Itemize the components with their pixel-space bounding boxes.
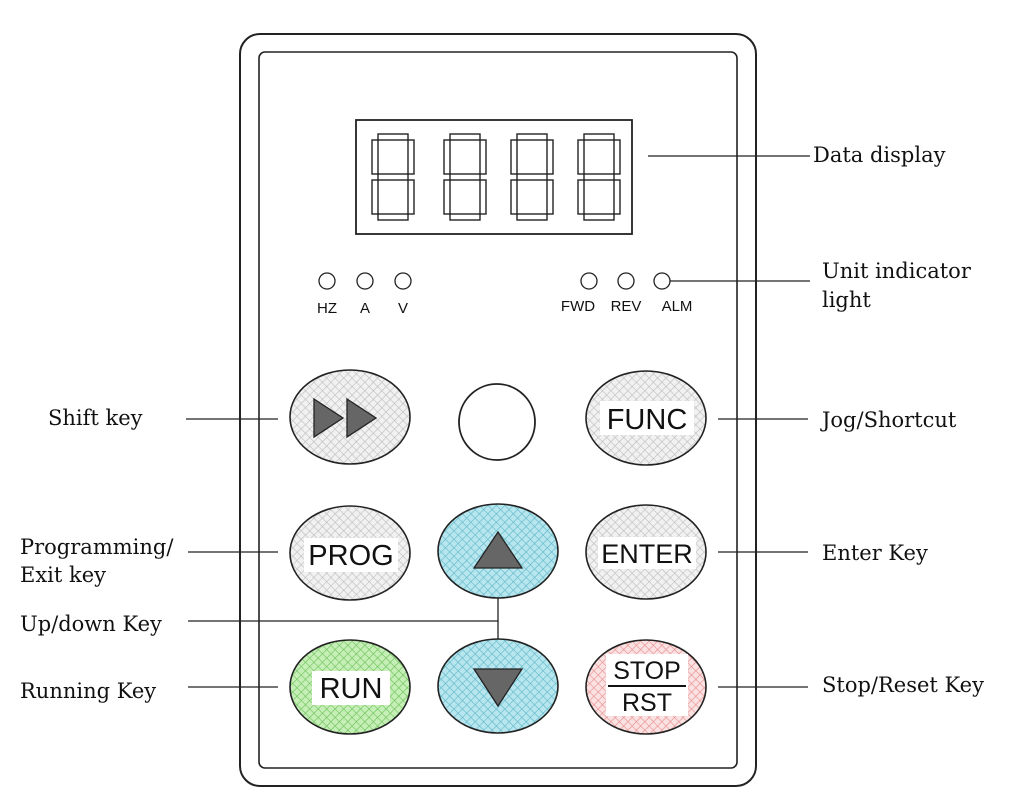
prog-button[interactable]: PROG — [289, 505, 411, 601]
label-programming-line2: Exit key — [20, 563, 106, 587]
led-alm — [653, 272, 671, 290]
label-running-key: Running Key — [20, 679, 156, 703]
seven-segment-digit — [577, 133, 621, 221]
digit-segment — [583, 173, 615, 181]
digit-segment — [449, 133, 481, 141]
digit-segment — [479, 179, 487, 215]
digit-segment — [577, 139, 585, 175]
shift-button[interactable] — [289, 369, 411, 465]
seven-segment-digit — [443, 133, 487, 221]
led-indicators-left: HZ A V — [317, 272, 412, 317]
digit-segment — [583, 133, 615, 141]
digit-segment — [443, 179, 451, 215]
digit-segment — [377, 173, 409, 181]
run-label: RUN — [320, 673, 383, 705]
enter-label: ENTER — [601, 539, 693, 569]
seven-segment-digit — [510, 133, 554, 221]
digit-segment — [613, 139, 621, 175]
data-display — [355, 119, 633, 235]
label-updown-key: Up/down Key — [20, 612, 162, 636]
digit-segment — [371, 139, 379, 175]
led-indicators-right: FWD REV ALM — [561, 272, 693, 315]
digit-segment — [449, 213, 481, 221]
digit-segment — [377, 133, 409, 141]
led-hz — [318, 272, 336, 290]
label-jog-shortcut: Jog/Shortcut — [820, 408, 957, 432]
func-button[interactable]: FUNC — [585, 370, 707, 466]
up-button[interactable] — [437, 503, 559, 599]
label-shift-key: Shift key — [48, 406, 143, 430]
panel-inner-frame — [258, 51, 738, 769]
digit-segment — [407, 139, 415, 175]
digit-segment — [443, 139, 451, 175]
digit-segment — [516, 213, 548, 221]
digit-segment — [546, 179, 554, 215]
digit-segment — [377, 213, 409, 221]
digit-segment — [516, 173, 548, 181]
center-knob[interactable] — [458, 383, 536, 461]
fast-forward-icon-second-arrow — [346, 397, 378, 439]
digit-segment — [546, 139, 554, 175]
digit-segment — [407, 179, 415, 215]
digit-segment — [449, 173, 481, 181]
digit-segment — [510, 139, 518, 175]
run-button[interactable]: RUN — [289, 639, 411, 735]
led-label-rev: REV — [611, 298, 642, 315]
digit-segment — [516, 133, 548, 141]
digit-segment — [583, 213, 615, 221]
label-unit-indicator-line2: light — [822, 288, 871, 312]
rst-label: RST — [622, 689, 672, 717]
label-stop-reset-key: Stop/Reset Key — [822, 673, 984, 697]
led-label-alm: ALM — [662, 298, 693, 315]
led-v — [394, 272, 412, 290]
digit-segment — [371, 179, 379, 215]
triangle-up-icon — [472, 530, 524, 569]
label-enter-key: Enter Key — [822, 541, 928, 565]
label-unit-indicator-line1: Unit indicator — [822, 259, 972, 283]
led-label-v: V — [398, 300, 408, 317]
digit-segment — [613, 179, 621, 215]
triangle-down-icon — [472, 668, 524, 708]
led-label-fwd: FWD — [561, 298, 595, 315]
led-fwd — [580, 272, 598, 290]
led-a — [356, 272, 374, 290]
led-rev — [617, 272, 635, 290]
prog-label: PROG — [308, 540, 393, 572]
enter-button[interactable]: ENTER — [585, 504, 707, 600]
digit-segment — [577, 179, 585, 215]
led-label-hz: HZ — [317, 300, 337, 317]
label-programming-line1: Programming/ — [20, 535, 174, 559]
digit-segment — [479, 139, 487, 175]
fast-forward-icon — [313, 397, 345, 439]
down-button[interactable] — [437, 638, 559, 734]
seven-segment-digit — [371, 133, 415, 221]
func-label: FUNC — [607, 404, 688, 436]
led-label-a: A — [360, 300, 370, 317]
label-data-display: Data display — [813, 143, 946, 167]
digit-segment — [510, 179, 518, 215]
stop-reset-button[interactable]: STOP RST — [585, 639, 707, 735]
stop-label: STOP — [613, 657, 681, 685]
